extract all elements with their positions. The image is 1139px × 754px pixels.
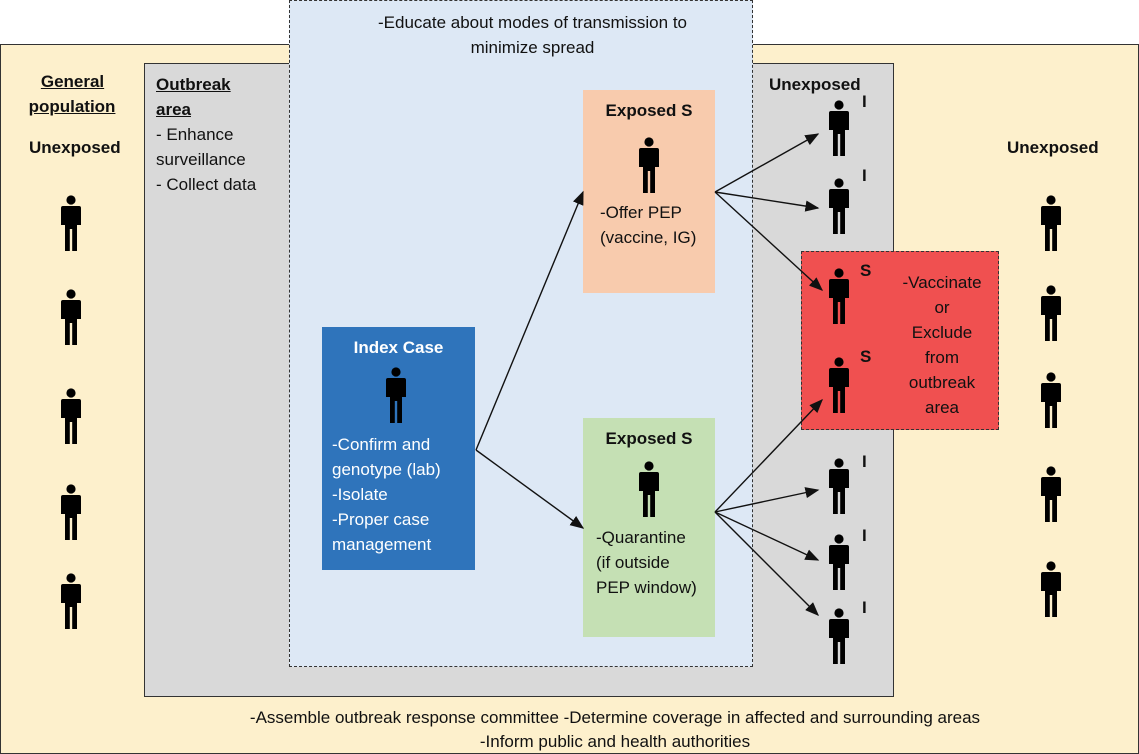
susceptible-line-2: or xyxy=(934,298,950,317)
infected-label-1: I xyxy=(862,92,867,111)
person-icon xyxy=(829,534,849,590)
person-icon xyxy=(61,573,81,629)
outbreak-action-surveillance-1: - Enhance xyxy=(156,125,234,144)
arrow-index-to-pep xyxy=(475,190,584,451)
index-case-title: Index Case xyxy=(353,338,444,357)
arrow-quarantine-to-infected-2 xyxy=(714,511,820,561)
arrow-quarantine-to-susceptible xyxy=(714,398,823,513)
outbreak-action-surveillance-2: surveillance xyxy=(156,150,246,169)
susceptible-line-6: area xyxy=(924,398,960,417)
index-case-box xyxy=(322,327,475,570)
person-icon xyxy=(829,100,849,156)
person-icon xyxy=(1041,285,1061,341)
arrow-quarantine-to-infected-3 xyxy=(714,511,819,616)
outbreak-unexposed-label: Unexposed xyxy=(769,75,861,94)
susceptible-line-5: outbreak xyxy=(908,373,976,392)
exposed-quarantine-line-3: PEP window) xyxy=(596,578,697,597)
susceptible-line-3: Exclude xyxy=(911,323,973,342)
educate-text-1: -Educate about modes of transmission to xyxy=(378,13,687,32)
person-icon xyxy=(829,268,849,324)
infected-label-5: I xyxy=(862,598,867,617)
general-population-title-2: population xyxy=(28,97,116,116)
general-unexposed-right-label: Unexposed xyxy=(1007,138,1099,157)
exposed-pep-box xyxy=(583,90,715,293)
outbreak-area-title-2: area xyxy=(156,100,191,119)
educate-text-2: minimize spread xyxy=(470,38,595,57)
outbreak-area-title-1: Outbreak xyxy=(156,75,231,94)
person-icon xyxy=(1041,372,1061,428)
susceptible-label-2: S xyxy=(860,347,872,366)
person-icon xyxy=(1041,195,1061,251)
person-icon xyxy=(61,388,81,444)
arrow-index-to-quarantine xyxy=(475,449,585,529)
infected-label-3: I xyxy=(862,452,867,471)
person-icon xyxy=(1041,561,1061,617)
person-icon xyxy=(639,461,659,517)
arrow-quarantine-to-infected-1 xyxy=(714,487,820,513)
susceptible-line-4: from xyxy=(925,348,959,367)
exposed-pep-line-2: (vaccine, IG) xyxy=(600,228,697,247)
arrow-pep-to-susceptible xyxy=(714,191,824,291)
index-case-line-4: -Proper case xyxy=(332,510,430,529)
outbreak-action-collect-data: - Collect data xyxy=(156,175,257,194)
index-case-line-2: genotype (lab) xyxy=(332,460,441,479)
susceptible-line-1: -Vaccinate xyxy=(902,273,982,292)
general-population-title-1: General xyxy=(40,72,105,91)
general-unexposed-left-label: Unexposed xyxy=(29,138,121,157)
exposed-pep-line-1: -Offer PEP xyxy=(600,203,682,222)
person-icon xyxy=(386,367,406,423)
person-icon xyxy=(829,178,849,234)
exposed-pep-title: Exposed S xyxy=(605,101,693,120)
infected-label-4: I xyxy=(862,526,867,545)
susceptible-label-1: S xyxy=(860,261,872,280)
person-icon xyxy=(829,608,849,664)
person-icon xyxy=(639,137,659,193)
index-case-line-5: management xyxy=(332,535,432,554)
exposed-quarantine-title: Exposed S xyxy=(605,429,693,448)
exposed-quarantine-box xyxy=(583,418,715,637)
person-icon xyxy=(61,289,81,345)
arrow-pep-to-infected-2 xyxy=(714,191,820,212)
exposed-quarantine-line-2: (if outside xyxy=(596,553,670,572)
person-icon xyxy=(61,195,81,251)
person-icon xyxy=(1041,466,1061,522)
person-icon xyxy=(829,458,849,514)
general-action-line-1: -Assemble outbreak response committee -D… xyxy=(249,708,981,727)
person-icon xyxy=(61,484,81,540)
exposed-quarantine-line-1: -Quarantine xyxy=(596,528,686,547)
person-icon xyxy=(829,357,849,413)
index-case-line-3: -Isolate xyxy=(332,485,388,504)
infected-label-2: I xyxy=(862,166,867,185)
arrow-pep-to-infected-1 xyxy=(714,133,820,193)
general-action-line-2: -Inform public and health authorities xyxy=(479,732,751,751)
index-case-line-1: -Confirm and xyxy=(332,435,431,454)
